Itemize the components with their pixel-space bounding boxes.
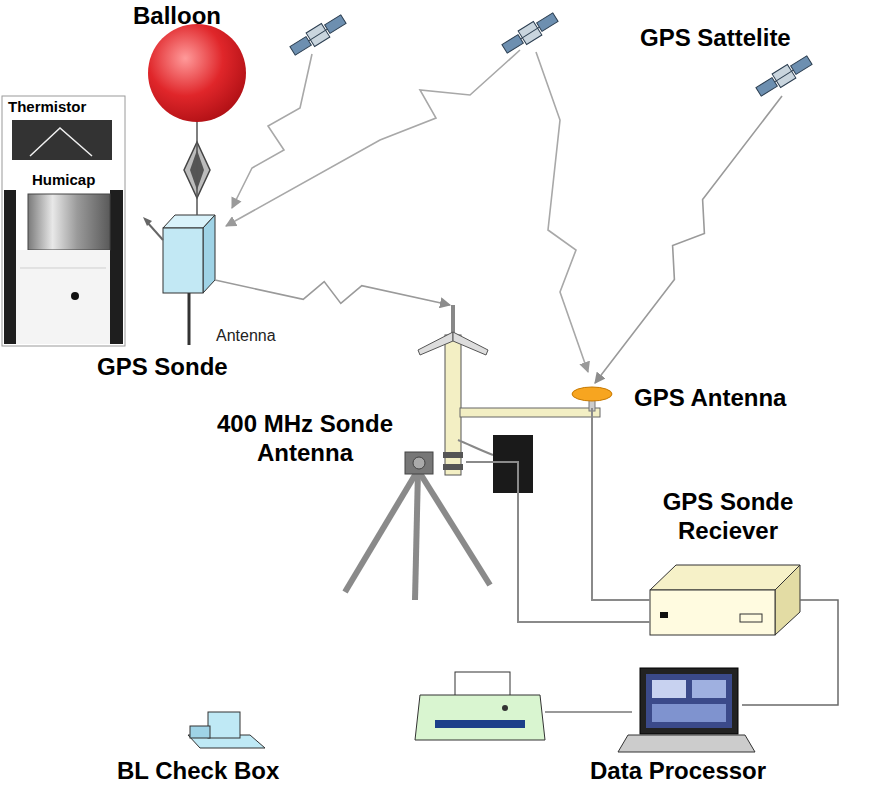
check-box-node: BL Check Box bbox=[185, 710, 265, 752]
satellite-node: GPS Sattelite bbox=[752, 56, 814, 96]
gps-antenna-node: GPS Antenna bbox=[572, 383, 612, 408]
part-label: Thermistor bbox=[6, 98, 88, 116]
node-label: BL Check Box bbox=[117, 757, 279, 786]
sonde-box-part bbox=[203, 215, 215, 293]
sonde-antenna-node: 400 MHz Sonde Antenna bbox=[440, 305, 466, 475]
satellite-icon bbox=[288, 12, 347, 57]
satellite-icon bbox=[500, 10, 559, 55]
sonde-box bbox=[143, 215, 215, 345]
sonde-closeup-part bbox=[16, 250, 110, 344]
sonde-closeup-part bbox=[30, 128, 92, 156]
gps-dish-part bbox=[572, 387, 612, 401]
satellite-icon-part bbox=[500, 10, 559, 55]
laptop-icon-part bbox=[692, 680, 726, 698]
laptop-icon-part bbox=[618, 735, 755, 752]
printer-icon-part bbox=[502, 705, 508, 711]
sonde-closeup bbox=[2, 96, 125, 346]
antenna-mast-part bbox=[458, 440, 493, 455]
gps-dish bbox=[572, 387, 612, 411]
satellite-icon-part-part bbox=[754, 53, 813, 98]
laptop-icon-part bbox=[640, 668, 738, 734]
antenna-mast-part bbox=[405, 452, 433, 474]
antenna-mast-part bbox=[460, 408, 600, 417]
check-box-icon-part bbox=[190, 726, 210, 738]
check-box-icon bbox=[188, 712, 265, 748]
node-label: GPS Sattelite bbox=[640, 24, 791, 53]
gps-signal bbox=[226, 50, 588, 372]
sonde-closeup-part bbox=[2, 96, 125, 346]
sonde-closeup-part bbox=[4, 190, 16, 344]
part-label: Antenna bbox=[214, 326, 278, 345]
sonde-node: GPS Sonde bbox=[163, 215, 215, 295]
satellite-icon bbox=[754, 53, 813, 98]
antenna-mast-part bbox=[443, 452, 463, 458]
receiver-box-part bbox=[650, 590, 775, 635]
satellite-icon-part-part bbox=[500, 10, 559, 55]
printer-icon-part bbox=[455, 672, 510, 697]
antenna-mast-part bbox=[418, 332, 453, 355]
sonde-closeup-part bbox=[28, 194, 110, 250]
laptop-icon bbox=[618, 668, 755, 752]
receiver-box-part bbox=[775, 565, 800, 635]
node-label: Balloon bbox=[133, 2, 221, 31]
radio-link bbox=[215, 280, 450, 305]
antenna-mast-part bbox=[453, 332, 488, 355]
antenna-mast-part bbox=[418, 470, 490, 585]
antenna-mast-part bbox=[451, 305, 455, 335]
satellite-icon-part bbox=[754, 53, 813, 98]
receiver-box-part bbox=[650, 565, 800, 590]
cable-connector bbox=[742, 600, 838, 705]
printer-icon-part bbox=[415, 695, 545, 740]
antenna-mast bbox=[345, 305, 600, 600]
sonde-box-part bbox=[147, 222, 163, 240]
sonde-closeup-part bbox=[71, 292, 79, 300]
receiver-node: GPS Sonde Reciever bbox=[650, 565, 800, 635]
receiver-box-part bbox=[660, 612, 668, 618]
node-label: GPS Antenna bbox=[634, 384, 786, 413]
balloon-node: Balloon bbox=[148, 24, 246, 122]
printer-icon-part bbox=[545, 711, 632, 713]
receiver-box-part bbox=[740, 614, 762, 622]
gps-signal-part bbox=[226, 50, 520, 226]
sonde-box-part bbox=[143, 217, 152, 226]
laptop-icon-part bbox=[652, 680, 686, 698]
antenna-mast-part bbox=[493, 435, 533, 493]
node-label: 400 MHz Sonde Antenna bbox=[205, 410, 405, 468]
gps-signal-part bbox=[536, 52, 588, 372]
processor-node: Data Processor bbox=[632, 665, 742, 750]
node-label: GPS Sonde bbox=[97, 353, 228, 382]
antenna-mast-part bbox=[415, 470, 418, 600]
printer-icon bbox=[415, 672, 632, 740]
receiver-box bbox=[650, 565, 800, 635]
cable-connector bbox=[592, 408, 650, 600]
antenna-mast-part bbox=[443, 464, 463, 470]
sonde-box-part bbox=[188, 293, 191, 345]
satellite-icon-part bbox=[288, 12, 347, 57]
check-box-icon-part bbox=[208, 712, 240, 738]
radio-link bbox=[595, 96, 782, 383]
balloon-icon-part bbox=[148, 24, 246, 122]
cable-connector bbox=[196, 122, 198, 215]
antenna-mast-part bbox=[345, 470, 418, 592]
sonde-closeup-part bbox=[12, 120, 112, 160]
sonde-closeup-part bbox=[20, 268, 106, 269]
antenna-mast-part bbox=[413, 457, 425, 469]
sonde-box-part bbox=[163, 228, 203, 293]
laptop-icon-part bbox=[646, 674, 732, 728]
balloon-icon bbox=[148, 24, 246, 122]
satellite-icon-part-part bbox=[288, 12, 347, 57]
node-label: Data Processor bbox=[590, 757, 766, 786]
part-label: Humicap bbox=[30, 171, 97, 189]
cable-connector bbox=[466, 462, 650, 622]
sonde-closeup-part bbox=[110, 190, 123, 344]
laptop-icon-part bbox=[652, 704, 726, 722]
printer-icon-part bbox=[435, 720, 525, 728]
node-label: GPS Sonde Reciever bbox=[618, 488, 838, 546]
